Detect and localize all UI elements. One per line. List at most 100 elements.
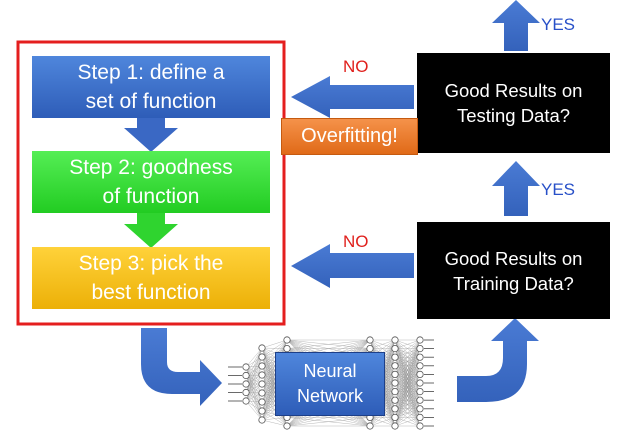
network-node <box>416 353 424 361</box>
network-node <box>416 370 424 378</box>
network-node <box>258 371 266 379</box>
network-node <box>416 387 424 396</box>
network-edge <box>394 417 421 427</box>
network-node <box>258 389 266 397</box>
network-node <box>391 353 399 361</box>
network-node <box>391 379 399 387</box>
network-node <box>283 422 291 430</box>
network-node <box>258 407 266 415</box>
step-3-pick-best-function: Step 3: pick the best function <box>32 247 270 309</box>
network-to-training-arrow <box>457 318 539 402</box>
overfitting-badge: Overfitting! <box>281 118 418 155</box>
network-edge <box>261 419 288 427</box>
network-node <box>416 362 424 370</box>
network-node <box>391 396 399 404</box>
network-edge <box>394 382 421 427</box>
network-node <box>242 388 250 397</box>
network-edge <box>394 339 421 401</box>
training-data-decision: Good Results on Training Data? <box>417 222 610 319</box>
no-label-bottom: NO <box>343 232 369 251</box>
network-edge <box>261 339 288 403</box>
network-node <box>391 344 399 353</box>
network-edge <box>245 392 263 421</box>
network-node <box>391 405 399 413</box>
network-node <box>258 353 266 361</box>
network-node <box>391 370 399 378</box>
network-edge <box>261 410 288 427</box>
network-edge <box>245 374 263 402</box>
network-edge <box>394 339 421 392</box>
network-node <box>391 387 399 396</box>
yes-arrow-middle <box>492 161 540 216</box>
network-edge <box>245 383 263 402</box>
network-node <box>391 413 399 421</box>
network-edge <box>245 347 263 368</box>
network-node <box>242 397 250 405</box>
network-node <box>366 336 374 344</box>
network-edge <box>261 339 288 412</box>
network-edge <box>245 366 263 385</box>
network-node <box>391 422 399 430</box>
network-node <box>416 405 424 413</box>
network-node <box>416 336 424 344</box>
network-edge <box>261 339 288 349</box>
network-edge <box>261 339 288 385</box>
network-edge <box>261 339 288 367</box>
steps-frame <box>16 40 286 326</box>
network-edge <box>394 374 421 427</box>
network-node <box>258 416 266 424</box>
network-node <box>416 396 424 404</box>
network-node <box>258 398 266 406</box>
network-edge <box>394 357 421 427</box>
network-node <box>258 362 266 370</box>
no-arrow-bottom <box>291 244 414 288</box>
network-node <box>366 344 374 353</box>
step1-to-step2-arrow <box>124 118 178 152</box>
yes-label-middle: YES <box>541 180 576 199</box>
network-edge <box>261 339 288 358</box>
network-node <box>391 362 399 370</box>
network-edge <box>394 339 421 349</box>
network-edge <box>394 400 421 427</box>
network-edge <box>394 339 421 384</box>
step-2-goodness-of-function: Step 2: goodness of function <box>32 151 270 213</box>
network-node <box>391 336 399 344</box>
network-edge <box>394 391 421 427</box>
step2-to-step3-arrow <box>124 213 178 248</box>
network-node <box>242 363 250 371</box>
network-edge <box>394 339 421 366</box>
network-edge <box>286 339 371 349</box>
network-edge <box>394 365 421 427</box>
network-node <box>258 344 266 352</box>
network-edge <box>394 339 421 375</box>
network-edge <box>245 375 263 403</box>
no-arrow-top <box>291 76 414 118</box>
network-node <box>416 344 424 353</box>
neural-network-label: Neural Network <box>275 352 385 416</box>
network-edge <box>394 348 421 427</box>
testing-data-decision: Good Results on Testing Data? <box>417 53 610 153</box>
no-label-top: NO <box>343 57 369 76</box>
network-edge <box>245 347 263 385</box>
network-edge <box>394 339 421 409</box>
network-node <box>283 344 291 353</box>
network-edge <box>261 401 288 427</box>
network-edge <box>245 365 263 402</box>
network-node <box>283 336 291 344</box>
network-edge <box>245 347 263 376</box>
network-edge <box>261 417 288 421</box>
network-node <box>416 379 424 387</box>
network-edge <box>369 339 396 349</box>
network-node <box>366 422 374 430</box>
network-node <box>242 371 250 380</box>
network-edge <box>394 339 421 418</box>
network-edge <box>394 339 421 358</box>
network-edge <box>245 400 263 421</box>
network-node <box>416 413 424 421</box>
network-edge <box>286 417 371 427</box>
network-node <box>242 380 250 388</box>
step-1-define-function: Step 1: define a set of function <box>32 56 270 118</box>
to-network-arrow <box>141 328 222 406</box>
network-edge <box>369 408 396 427</box>
network-edge <box>245 383 263 412</box>
